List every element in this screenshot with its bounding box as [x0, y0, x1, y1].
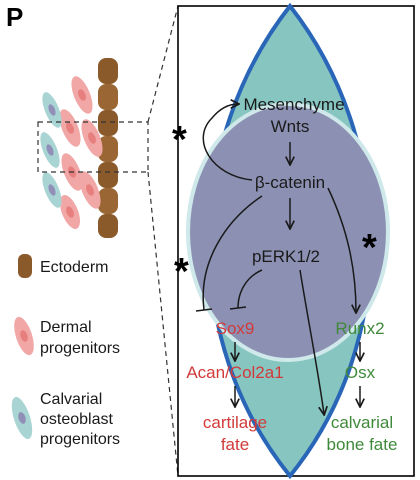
arrow-catenin-to-runx2	[327, 187, 356, 312]
node-bone-line2: bone fate	[327, 435, 398, 454]
legend-ectoderm: Ectoderm	[40, 259, 108, 276]
node-acan: Acan/Col2a1	[186, 363, 283, 382]
zoom-box	[37, 121, 149, 173]
legend-dermal-line1: Dermal	[40, 319, 92, 336]
node-sox9: Sox9	[216, 319, 255, 338]
node-wnts: Wnts	[271, 117, 310, 136]
zoom-line-top	[147, 5, 179, 123]
arrow-perk-to-bone	[299, 269, 324, 414]
legend: Ectoderm Dermal progenitors Calvarial os…	[11, 254, 120, 448]
legend-calvarial-line2: osteoblast	[40, 411, 113, 428]
tissue-illustration	[37, 58, 149, 238]
asterisk-1: *	[172, 119, 187, 161]
node-perk: pERK1/2	[252, 247, 320, 266]
osteoblast-cells	[40, 92, 62, 208]
panel-label: P	[6, 2, 23, 32]
node-bone-line1: calvarial	[331, 413, 393, 432]
node-runx2: Runx2	[335, 319, 384, 338]
legend-ectoderm-swatch	[18, 254, 32, 278]
asterisk-3: *	[362, 227, 377, 269]
legend-calvarial-line3: progenitors	[40, 431, 120, 448]
node-mesenchyme: Mesenchyme	[243, 95, 344, 114]
node-cartilage-line1: cartilage	[203, 413, 267, 432]
dermal-cells	[59, 76, 103, 229]
asterisk-2: *	[174, 251, 189, 293]
inner-region	[186, 102, 390, 362]
arrow-catenin-to-wnts	[202, 104, 253, 181]
inhibit-perk-sox9	[237, 269, 263, 309]
legend-dermal-line2: progenitors	[40, 340, 120, 357]
ectoderm-column	[98, 58, 118, 238]
pathway-arrows	[195, 104, 360, 414]
node-osx: Osx	[345, 363, 376, 382]
node-beta-catenin: β-catenin	[255, 173, 325, 192]
inhibit-catenin-sox9	[202, 195, 263, 311]
legend-calvarial-line1: Calvarial	[40, 391, 102, 408]
zoom-line-bottom	[147, 171, 179, 477]
node-cartilage-line2: fate	[221, 435, 249, 454]
